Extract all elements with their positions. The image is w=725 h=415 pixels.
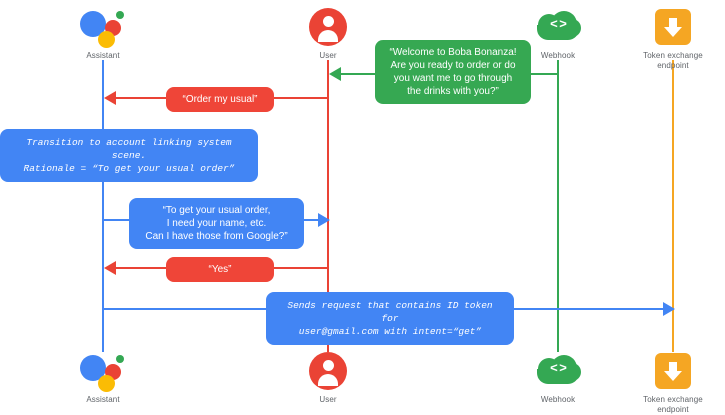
message-bubble-welcome: “Welcome to Boba Bonanza! Are you ready … bbox=[375, 40, 531, 104]
webhook-icon-wrap-bottom: < > bbox=[512, 350, 604, 392]
actor-label-webhook: Webhook bbox=[540, 51, 576, 60]
assistant-dot-green bbox=[116, 355, 124, 363]
webhook-icon-wrap: < > bbox=[512, 6, 604, 48]
message-bubble-order-my-usual: “Order my usual” bbox=[166, 87, 274, 112]
arrow-sends-request-head bbox=[663, 302, 675, 316]
lifeline-webhook bbox=[557, 60, 559, 352]
actor-token-endpoint-top[interactable]: Token exchange endpoint bbox=[627, 6, 719, 71]
actor-label-assistant: Assistant bbox=[86, 395, 120, 404]
actor-token-endpoint-bottom[interactable]: Token exchange endpoint bbox=[627, 350, 719, 415]
download-arrow-tip bbox=[664, 371, 682, 381]
actor-label-user: User bbox=[319, 395, 337, 404]
lifeline-user bbox=[327, 60, 329, 352]
download-arrow-stem bbox=[669, 362, 677, 372]
actor-label-user: User bbox=[319, 51, 337, 60]
actor-webhook-top[interactable]: < > Webhook bbox=[512, 6, 604, 61]
download-arrow-stem bbox=[669, 18, 677, 28]
code-brackets-glyph: < > bbox=[550, 16, 567, 31]
actor-label-assistant: Assistant bbox=[86, 51, 120, 60]
code-brackets-glyph: < > bbox=[550, 360, 567, 375]
arrow-yes-head bbox=[104, 261, 116, 275]
download-box-icon bbox=[655, 9, 691, 45]
user-icon-wrap-bottom bbox=[282, 350, 374, 392]
user-avatar-icon bbox=[309, 8, 347, 46]
message-bubble-need-your-name: “To get your usual order, I need your na… bbox=[129, 198, 304, 249]
assistant-icon-wrap bbox=[57, 6, 149, 48]
actor-assistant-bottom[interactable]: Assistant bbox=[57, 350, 149, 405]
user-avatar-body bbox=[318, 374, 338, 386]
cloud-code-icon: < > bbox=[535, 354, 581, 388]
actor-label-webhook: Webhook bbox=[540, 395, 576, 404]
user-avatar-head bbox=[322, 360, 334, 371]
message-note-sends-request: Sends request that contains ID token for… bbox=[266, 292, 514, 345]
lifeline-assistant bbox=[102, 60, 104, 352]
message-note-transition: Transition to account linking system sce… bbox=[0, 129, 258, 182]
actor-label-token-endpoint: Token exchange endpoint bbox=[643, 51, 703, 70]
arrow-order-usual-head bbox=[104, 91, 116, 105]
google-assistant-icon bbox=[80, 351, 126, 392]
arrow-need-name-head bbox=[318, 213, 330, 227]
assistant-dot-yellow bbox=[98, 375, 115, 392]
cloud-code-icon: < > bbox=[535, 10, 581, 44]
message-bubble-yes: “Yes” bbox=[166, 257, 274, 282]
assistant-dot-yellow bbox=[98, 31, 115, 48]
download-box-icon bbox=[655, 353, 691, 389]
token-endpoint-icon-wrap-bottom bbox=[627, 350, 719, 392]
token-endpoint-icon-wrap bbox=[627, 6, 719, 48]
download-arrow-tip bbox=[664, 27, 682, 37]
user-avatar-head bbox=[322, 16, 334, 27]
user-icon-wrap bbox=[282, 6, 374, 48]
arrow-welcome-head bbox=[329, 67, 341, 81]
google-assistant-icon bbox=[80, 7, 126, 48]
actor-webhook-bottom[interactable]: < > Webhook bbox=[512, 350, 604, 405]
cloud-base bbox=[537, 369, 579, 384]
actor-label-token-endpoint: Token exchange endpoint bbox=[643, 395, 703, 414]
actor-user-bottom[interactable]: User bbox=[282, 350, 374, 405]
lifeline-token-endpoint bbox=[672, 60, 674, 352]
cloud-base bbox=[537, 25, 579, 40]
assistant-icon-wrap-bottom bbox=[57, 350, 149, 392]
assistant-dot-green bbox=[116, 11, 124, 19]
actor-user-top[interactable]: User bbox=[282, 6, 374, 61]
actor-assistant-top[interactable]: Assistant bbox=[57, 6, 149, 61]
user-avatar-icon bbox=[309, 352, 347, 390]
user-avatar-body bbox=[318, 30, 338, 42]
